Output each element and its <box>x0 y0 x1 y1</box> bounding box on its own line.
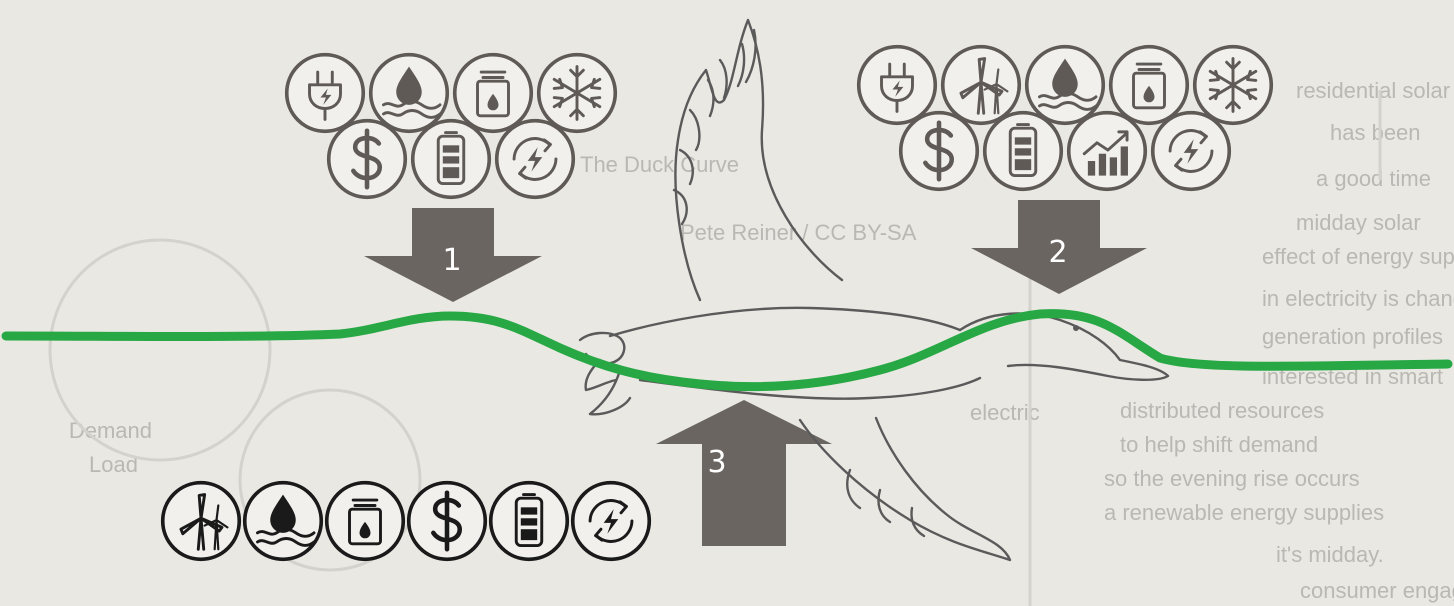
dollar-icon <box>409 483 486 560</box>
snowflake-icon <box>1195 47 1272 124</box>
background-text-line: it's midday. <box>1276 542 1384 567</box>
arrow-2: 2 <box>971 200 1147 294</box>
background-text-line: Pete Reiner / CC BY-SA <box>680 220 917 245</box>
wind-turbine-icon <box>163 483 240 560</box>
battery-icon <box>413 121 490 198</box>
background-text-line: in electricity is changing <box>1262 286 1454 311</box>
arrow-3: 3 <box>656 400 832 546</box>
background-text-line: distributed resources <box>1120 398 1324 423</box>
background-text-line: has been <box>1330 120 1421 145</box>
icon-group-2 <box>859 47 1272 190</box>
background-text-line: midday solar <box>1296 210 1421 235</box>
water-drop-icon <box>245 483 322 560</box>
heater-tank-icon <box>455 55 532 132</box>
arrow-1: 1 <box>364 208 542 302</box>
heater-tank-icon <box>1111 47 1188 124</box>
arrow-3-number: 3 <box>707 445 726 480</box>
background-text-line: Demand <box>69 418 152 443</box>
recharge-cycle-icon <box>497 121 574 198</box>
background-text-line: to help shift demand <box>1120 432 1318 457</box>
background-text-line: a renewable energy supplies <box>1104 500 1384 525</box>
background-text-line: residential solar <box>1296 78 1450 103</box>
heater-tank-icon <box>327 483 404 560</box>
grid-demand-curve <box>6 314 1448 387</box>
arrow-2-number: 2 <box>1048 235 1067 270</box>
dollar-icon <box>901 113 978 190</box>
background-text-line: effect of energy supply <box>1262 244 1454 269</box>
battery-icon <box>491 483 568 560</box>
snowflake-icon <box>539 55 616 132</box>
water-drop-icon <box>1027 47 1104 124</box>
background-text-line: The Duck Curve <box>580 152 739 177</box>
water-drop-icon <box>371 55 448 132</box>
background-text-line: consumer engaging <box>1300 578 1454 603</box>
background-text-line: generation profiles <box>1262 324 1443 349</box>
icon-group-3 <box>163 483 650 560</box>
dollar-icon <box>329 121 406 198</box>
recharge-cycle-icon <box>573 483 650 560</box>
plug-icon <box>287 55 364 132</box>
background-text-line: a good time <box>1316 166 1431 191</box>
battery-icon <box>985 113 1062 190</box>
plug-icon <box>859 47 936 124</box>
icon-group-1 <box>287 55 616 198</box>
growth-chart-icon <box>1069 113 1146 190</box>
background-text-line: so the evening rise occurs <box>1104 466 1360 491</box>
arrow-1-number: 1 <box>442 243 461 278</box>
recharge-cycle-icon <box>1153 113 1230 190</box>
wind-turbine-icon <box>943 47 1020 124</box>
